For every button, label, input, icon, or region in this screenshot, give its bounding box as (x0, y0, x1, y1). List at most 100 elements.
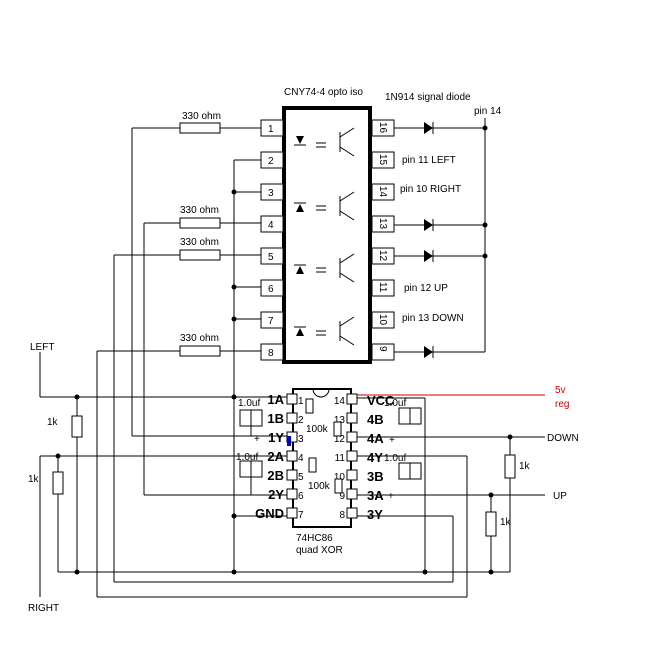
opto-pin-number: 3 (268, 188, 274, 199)
junction-dot (55, 453, 61, 459)
xor-pin-name: 2B (267, 468, 284, 483)
resistor-label: 100k (308, 481, 331, 492)
capacitor-label: 1.0uf (236, 452, 258, 463)
junction-dot (488, 569, 494, 575)
junction-dot (231, 284, 237, 290)
resistor-1k (71, 415, 83, 438)
xor-pin-name: 1A (267, 392, 284, 407)
xor-ic-desc: quad XOR (296, 545, 343, 556)
xor-pin-box (346, 469, 358, 481)
opto-pin-box (260, 279, 284, 297)
opto-pin-number: 2 (268, 156, 274, 167)
capacitor-label: 1.0uf (384, 453, 406, 464)
xor-pin-number: 14 (334, 396, 346, 407)
junction-dot (488, 492, 494, 498)
capacitor-label: 1.0uf (238, 398, 260, 409)
opto-pin-number: 13 (377, 218, 388, 230)
opto-pin-number: 7 (268, 316, 274, 327)
xor-ic-notch (312, 388, 330, 398)
xor-pin-box (346, 431, 358, 443)
xor-pin-number: 3 (298, 434, 304, 445)
opto-pin-box (260, 247, 284, 265)
xor-pin-name: 3B (367, 469, 384, 484)
opto-pin-number: 10 (377, 314, 388, 326)
plus-sign: + (254, 434, 260, 445)
diode (394, 250, 485, 262)
xor-wiring (39, 352, 545, 598)
capacitor (239, 409, 263, 427)
opto-pin-box (260, 215, 284, 233)
xor-pin-number: 4 (298, 453, 304, 464)
resistor-label: 100k (306, 424, 329, 435)
junction-dot (74, 569, 80, 575)
opto-isolator-title: CNY74-4 opto iso (284, 87, 363, 98)
opto-pin-number: 9 (377, 346, 388, 352)
xor-pin-name: 3Y (367, 507, 383, 522)
resistor-100k (308, 457, 317, 473)
opto-pin-number: 4 (268, 220, 274, 231)
pin-label-up: pin 12 UP (404, 283, 448, 294)
resistor-330 (179, 217, 221, 229)
xor-pin-box (286, 412, 298, 424)
xor-pin-name: 1Y (268, 430, 284, 445)
opto-isolator-body (282, 106, 372, 364)
diode-title: 1N914 signal diode (385, 92, 471, 103)
opto-pin-number: 11 (377, 282, 388, 293)
pin-marker (287, 436, 291, 446)
plus-sign: + (388, 491, 394, 502)
pin14-label: pin 14 (474, 106, 502, 117)
resistor-label: 1k (28, 474, 40, 485)
resistor-label: 330 ohm (180, 333, 219, 344)
pin-label-left: pin 11 LEFT (402, 155, 456, 166)
resistor-label: 1k (47, 417, 59, 428)
optocoupler-unit (294, 191, 355, 221)
opto-pin-number: 5 (268, 252, 274, 263)
xor-pin-number: 11 (335, 453, 346, 464)
optocoupler-unit (294, 316, 355, 346)
resistor-330 (179, 249, 221, 261)
opto-pin-box (371, 279, 395, 297)
signal-label-up: UP (553, 491, 567, 502)
opto-input-wiring (96, 127, 261, 597)
pin-label-right: pin 10 RIGHT (400, 184, 461, 195)
junction-dot (231, 569, 237, 575)
resistor-1k (504, 454, 516, 479)
xor-pin-name: 4B (367, 412, 384, 427)
xor-pin-number: 2 (298, 415, 304, 426)
resistor-100k (334, 478, 343, 494)
resistor-label: 330 ohm (180, 237, 219, 248)
xor-pin-number: 9 (339, 491, 345, 502)
xor-ic-name: 74HC86 (296, 533, 333, 544)
xor-pin-box (346, 507, 358, 519)
opto-pin-number: 6 (268, 284, 274, 295)
xor-pin-box (286, 469, 298, 481)
xor-pin-box (286, 393, 298, 405)
opto-pin-box (371, 311, 395, 329)
opto-pin-box (371, 215, 395, 233)
plus-sign: + (389, 435, 395, 446)
opto-pin-number: 16 (377, 122, 388, 134)
capacitor (239, 460, 263, 478)
xor-pin-box (286, 450, 298, 462)
xor-pin-name: GND (255, 506, 284, 521)
resistor-1k (485, 511, 497, 537)
opto-pin-box (371, 183, 395, 201)
supply-label-reg: reg (555, 399, 569, 410)
opto-pin-number: 15 (377, 154, 388, 166)
opto-pin-box (260, 311, 284, 329)
junction-dot (231, 316, 237, 322)
pin-label-down: pin 13 DOWN (402, 313, 464, 324)
diode (394, 346, 485, 358)
xor-pin-number: 8 (339, 510, 345, 521)
resistor-label: 330 ohm (182, 111, 221, 122)
xor-pin-name: 1B (267, 411, 284, 426)
opto-pin-number: 14 (377, 186, 388, 198)
xor-pin-number: 13 (334, 415, 346, 426)
resistor-330 (179, 345, 221, 357)
junction-dot (507, 434, 513, 440)
resistor-100k (333, 421, 342, 437)
diode (394, 122, 485, 134)
junction-dot (231, 189, 237, 195)
xor-pin-name: 4A (367, 431, 384, 446)
